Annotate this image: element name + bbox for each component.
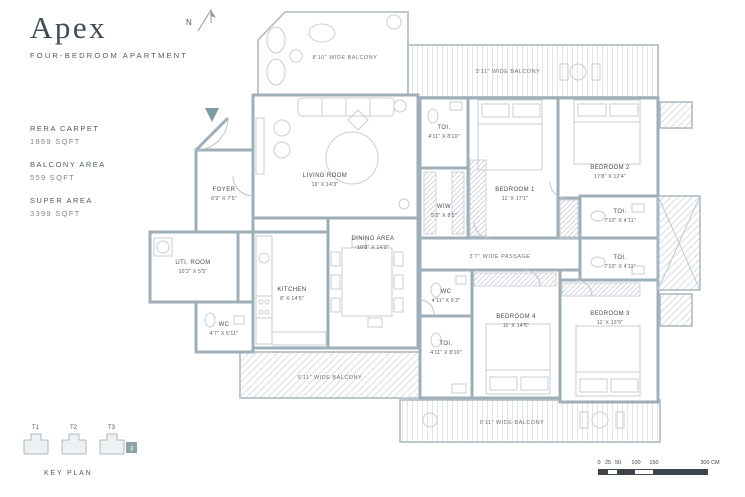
scale-tick-0: 0 — [597, 460, 601, 466]
label-wiw-dims: 5'3" X 8'5" — [431, 213, 457, 219]
shaft-and-ledges — [657, 101, 701, 327]
stat-label: SUPER AREA — [30, 196, 93, 205]
scale-labels: 0 25 50 100 150 300 CM — [597, 460, 723, 468]
label-wiw-name: WIW — [437, 204, 451, 210]
label-toi3-name: TOI. — [613, 255, 626, 261]
tower-t3-label: T3 — [108, 425, 116, 431]
label-living-dims: 19' X 14'3" — [312, 182, 339, 188]
balcony-bottom — [239, 351, 421, 399]
label-kitchen-dims: 8' X 14'5" — [280, 296, 304, 302]
label-wc1-dims: 4'7" X 5'11" — [210, 331, 238, 337]
unit-highlight-badge — [126, 442, 137, 453]
area-stats: RERA CARPET 1869 SQFT BALCONY AREA 559 S… — [30, 124, 106, 232]
scale-tick-100: 100 — [631, 460, 641, 466]
label-util-name: UTI. ROOM — [175, 260, 210, 266]
room-bedroom3 — [558, 278, 660, 404]
scale-tick-50: 50 — [614, 460, 622, 466]
tower-t2-icon — [61, 433, 87, 455]
apartment-title: Apex — [30, 10, 108, 45]
header: Apex FOUR-BEDROOM APARTMENT — [30, 10, 188, 60]
balconies — [239, 11, 661, 443]
entrance — [194, 108, 230, 152]
label-toi2-dims: 7'10" X 4'11" — [604, 218, 636, 224]
balcony-bottom-right — [399, 399, 661, 443]
room-toi2 — [578, 194, 660, 240]
label-toi1-name: TOI. — [437, 125, 450, 131]
room-walls — [148, 93, 660, 404]
label-bedroom2-name: BEDROOM 2 — [590, 165, 630, 171]
stat-rera-carpet: RERA CARPET 1869 SQFT — [30, 124, 106, 146]
room-bedroom4 — [470, 268, 562, 400]
stat-value: 3399 SQFT — [30, 209, 81, 218]
apartment-subtitle: FOUR-BEDROOM APARTMENT — [30, 51, 189, 60]
room-foyer — [194, 148, 255, 234]
wardrobes — [423, 159, 641, 297]
label-wc2-dims: 4'11" X 5'3" — [432, 298, 460, 304]
label-balcony-top-right: 5'11" WIDE BALCONY — [476, 69, 540, 75]
label-balcony-top: 8'10" WIDE BALCONY — [313, 55, 378, 61]
label-toi1-dims: 4'11" X 8'10" — [428, 134, 460, 140]
stat-balcony-area: BALCONY AREA 559 SQFT — [30, 160, 106, 182]
furniture — [153, 14, 645, 429]
label-dining-dims: 10'8" X 14'9" — [357, 245, 389, 251]
scale-tick-25: 25 — [604, 460, 612, 466]
label-bedroom4-dims: 11' X 14'5" — [503, 323, 529, 329]
scale-tick-150: 150 — [649, 460, 659, 466]
label-util-dims: 10'2" X 5'5" — [179, 269, 208, 275]
scale-bar: 0 25 50 100 150 300 CM — [597, 460, 723, 475]
north-indicator: N — [186, 8, 216, 32]
key-plan-svg: T1 T2 T3 3 — [23, 425, 137, 455]
label-toi4-dims: 4'11" X 8'10" — [430, 350, 462, 356]
label-passage: 3'7" WIDE PASSAGE — [470, 254, 531, 260]
balcony-top-right — [407, 44, 659, 98]
room-toi4 — [418, 314, 474, 400]
label-bedroom2-dims: 17'8" X 12'4" — [594, 174, 626, 180]
label-bedroom3-dims: 11' X 13'5" — [597, 320, 623, 326]
stat-label: BALCONY AREA — [30, 160, 106, 169]
label-bedroom4-name: BEDROOM 4 — [496, 314, 536, 320]
label-bedroom1-name: BEDROOM 1 — [495, 187, 535, 193]
ac-ledge-top — [659, 101, 693, 129]
scale-tick-300: 300 CM — [700, 460, 720, 466]
balcony-top — [257, 11, 409, 96]
label-living-name: LIVING ROOM — [303, 173, 347, 179]
room-toi1 — [418, 96, 470, 170]
entry-arrow-icon — [205, 108, 219, 122]
key-plan: T1 T2 T3 3 KEY PLAN — [22, 422, 152, 477]
tower-t1-icon — [23, 433, 49, 455]
tower-t3-icon — [99, 433, 125, 455]
tower-t1-label: T1 — [32, 425, 40, 431]
label-toi3-dims: 7'10" X 4'11" — [604, 264, 636, 270]
room-wc1 — [194, 300, 255, 354]
label-toi2-name: TOI. — [613, 209, 626, 215]
label-wc2-name: WC — [441, 289, 452, 295]
label-bedroom3-name: BEDROOM 3 — [590, 311, 630, 317]
label-toi4-name: TOI. — [439, 341, 452, 347]
stat-super-area: SUPER AREA 3399 SQFT — [30, 196, 106, 218]
unit-number: 3 — [130, 446, 134, 453]
label-dining-name: DINING AREA — [351, 236, 394, 242]
label-balcony-bottom-right: 5'11" WIDE BALCONY — [480, 420, 544, 426]
label-kitchen-name: KITCHEN — [277, 287, 306, 293]
scale-bar-graphic — [598, 469, 708, 475]
label-bedroom1-dims: 11' X 17'1" — [502, 196, 528, 202]
key-plan-label: KEY PLAN — [44, 470, 93, 477]
tower-t2-label: T2 — [70, 425, 78, 431]
stat-value: 559 SQFT — [30, 173, 75, 182]
label-foyer-dims: 6'9" X 7'5" — [211, 196, 237, 202]
label-foyer-name: FOYER — [213, 187, 236, 193]
room-util — [148, 230, 240, 304]
label-balcony-bottom: 5'11" WIDE BALCONY — [298, 375, 362, 381]
north-label: N — [186, 18, 193, 27]
ac-ledge-bottom — [659, 293, 693, 327]
label-wc1-name: WC — [219, 322, 230, 328]
stat-label: RERA CARPET — [30, 124, 100, 133]
stat-value: 1869 SQFT — [30, 137, 81, 146]
room-bedroom2 — [556, 96, 660, 200]
room-labels: 8'10" WIDE BALCONY 5'11" WIDE BALCONY 5'… — [175, 55, 635, 426]
